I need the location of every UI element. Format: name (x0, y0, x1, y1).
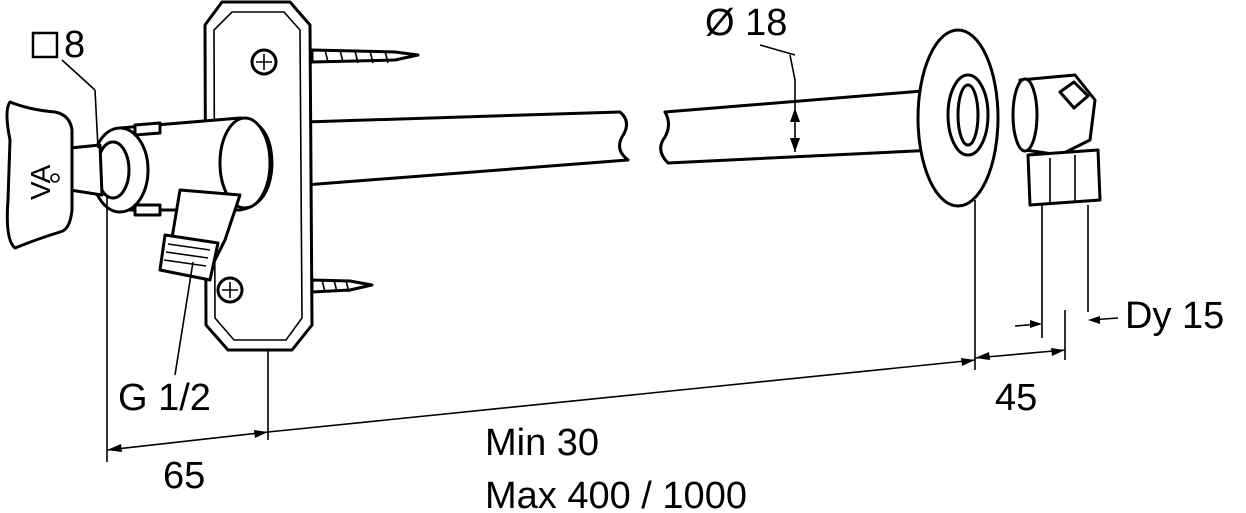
key-marking: VA (25, 164, 56, 200)
dy-label: Dy 15 (1125, 295, 1224, 337)
square-size-label: 8 (64, 24, 85, 66)
max-length-label: Max 400 / 1000 (485, 475, 747, 513)
dim-45-label: 45 (995, 377, 1037, 419)
diameter-label: Ø 18 (705, 2, 787, 44)
key-handle: VA (5, 100, 104, 250)
pipe (303, 88, 937, 187)
dimension-lines (61, 44, 1119, 462)
valve-body (90, 116, 274, 282)
dim-65-label: 65 (163, 455, 205, 497)
square-drive-symbol (31, 31, 59, 59)
flange-and-elbow (916, 28, 1102, 208)
min-length-label: Min 30 (485, 422, 599, 464)
thread-label: G 1/2 (118, 377, 211, 419)
wall-screws (310, 48, 420, 294)
